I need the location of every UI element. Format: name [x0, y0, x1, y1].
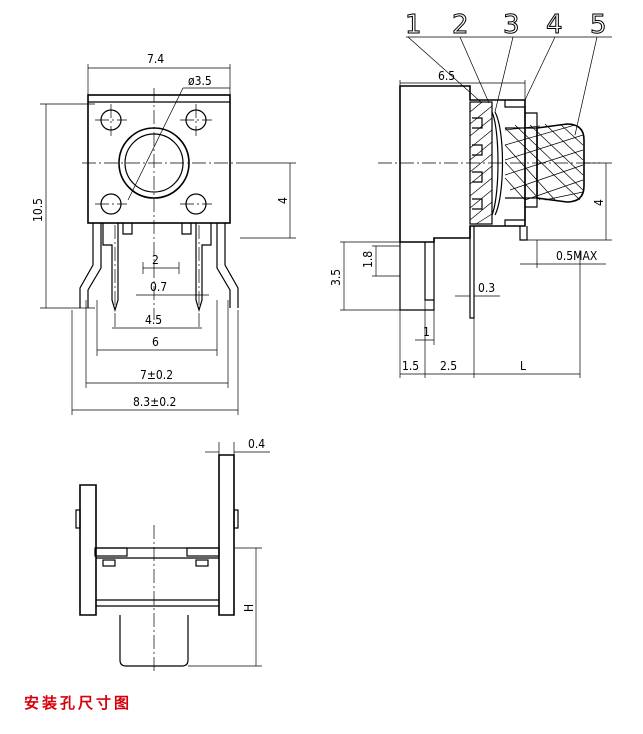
dim-body-depth: 6.5: [438, 69, 455, 83]
actuator-crosshatch: [504, 123, 584, 201]
mounting-hole-caption: 安装孔尺寸图: [24, 694, 133, 712]
dim-1-5: 1.5: [402, 359, 419, 373]
bottom-view: [75, 442, 270, 672]
side-view: [340, 36, 612, 378]
callout-2: 2: [452, 10, 469, 40]
dim-standoff-total: 3.5: [329, 269, 343, 286]
side-view-dimensions: 6.5 4 0.5MAX 3.5 1.8 0.3 1 1.5 2.5 L: [329, 69, 606, 373]
dim-pin-offset: 2: [152, 253, 159, 267]
dim-pitch-v: 4: [276, 197, 290, 204]
callout-3: 3: [503, 10, 520, 40]
callout-5: 5: [590, 10, 607, 40]
right-leg: [218, 454, 235, 616]
callout-4: 4: [546, 10, 563, 40]
callout-1: 1: [405, 10, 422, 40]
dim-width-top: 7.4: [147, 52, 164, 66]
dim-standoff-inner: 1.8: [361, 251, 375, 268]
dim-1: 1: [423, 325, 430, 339]
dim-body-width: 7±0.2: [140, 368, 173, 382]
side-body-outline: [399, 85, 526, 243]
side-view-callouts: 1 2 3 4 5: [405, 10, 608, 41]
dome-contact: [491, 111, 499, 216]
front-body-outline: [87, 94, 231, 224]
dim-height-h: H: [242, 604, 256, 612]
dim-height-total: 10.5: [31, 198, 45, 222]
metal-frame: [504, 100, 526, 226]
dim-pin-width: 0.7: [150, 280, 167, 294]
bottom-view-dimensions: 0.4 H: [242, 437, 265, 612]
front-view-dimensions: 7.4 ø3.5 10.5 4 2 0.7 4.5 6 7±0.2 8.3±0.…: [31, 52, 290, 409]
front-view: [40, 64, 296, 415]
dim-length: L: [520, 359, 526, 373]
dim-lead-thickness: 0.4: [248, 437, 265, 451]
dim-pin-thick: 0.3: [478, 281, 495, 295]
dim-hole-dia: ø3.5: [188, 74, 212, 88]
dim-plunger-height: 4: [592, 199, 606, 206]
left-leg: [79, 484, 97, 616]
dim-overall-width: 8.3±0.2: [133, 395, 176, 409]
dim-2-5: 2.5: [440, 359, 457, 373]
dim-outer-pin-span: 6: [152, 335, 159, 349]
dim-pin-pitch: 4.5: [145, 313, 162, 327]
dim-max-gap: 0.5MAX: [556, 249, 598, 263]
